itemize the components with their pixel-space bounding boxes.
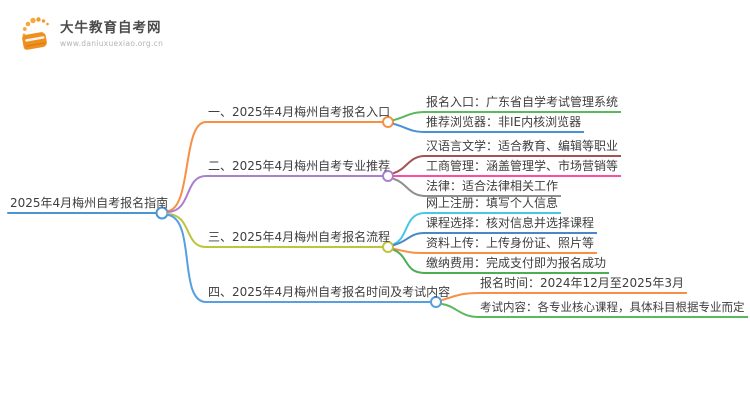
branch-3-child-3: 资料上传：上传身份证、照片等 (423, 236, 598, 254)
branch-3-child-1: 网上注册：填写个人信息 (423, 196, 562, 214)
link-branch-4-child-1 (441, 292, 480, 301)
site-name: 大牛教育自考网 (60, 20, 162, 36)
link-branch-3 (167, 213, 383, 248)
link-branch-1 (167, 121, 383, 212)
branch-2-child-2: 工商管理：涵盖管理学、市场营销等 (423, 159, 622, 177)
branch-2-topic: 二、2025年4月梅州自考专业推荐 (208, 159, 391, 173)
site-url: www.daniuxuexiao.org.cn (60, 39, 164, 48)
branch-4-topic: 四、2025年4月梅州自考报名时间及考试内容 (208, 285, 451, 299)
branch-4-node-circle (430, 296, 442, 308)
branch-1-topic: 一、2025年4月梅州自考报名入口 (208, 105, 391, 119)
branch-4-child-2: 考试内容：各专业核心课程，具体科目根据专业而定 (477, 300, 748, 318)
link-branch-2 (167, 175, 383, 213)
link-branch-2-child-3 (393, 178, 426, 197)
root-node-circle (155, 206, 169, 220)
link-branch-3-child-4 (393, 249, 426, 274)
branch-3-child-2: 课程选择：核对信息并选择课程 (423, 216, 598, 234)
link-branch-3-child-3 (393, 248, 426, 254)
link-branch-4 (167, 214, 431, 303)
branch-1-child-2: 推荐浏览器：非IE内核浏览器 (423, 115, 585, 133)
link-branch-1-child-1 (393, 111, 426, 121)
branch-3-topic: 三、2025年4月梅州自考报名流程 (208, 230, 391, 244)
branch-2-child-1: 汉语言文学：适合教育、编辑等职业 (423, 139, 622, 157)
site-logo: 大牛教育自考网 www.daniuxuexiao.org.cn (18, 12, 163, 54)
book-icon (22, 17, 49, 50)
branch-2-child-3: 法律：适合法律相关工作 (423, 179, 562, 197)
branch-3-node-circle (382, 241, 394, 253)
link-branch-2-child-1 (393, 155, 426, 174)
link-branch-3-child-1 (393, 212, 426, 245)
branch-4-child-1: 报名时间：2024年12月至2025年3月 (477, 276, 687, 294)
link-branch-1-child-2 (393, 123, 426, 133)
link-branch-3-child-2 (393, 232, 426, 246)
link-branch-4-child-2 (441, 303, 480, 318)
mindmap-root: 2025年4月梅州自考报名指南 (10, 196, 169, 210)
branch-3-child-4: 缴纳费用：完成支付即为报名成功 (423, 256, 610, 274)
branch-1-child-1: 报名入口：广东省自学考试管理系统 (423, 95, 622, 113)
branch-1-node-circle (382, 116, 394, 128)
